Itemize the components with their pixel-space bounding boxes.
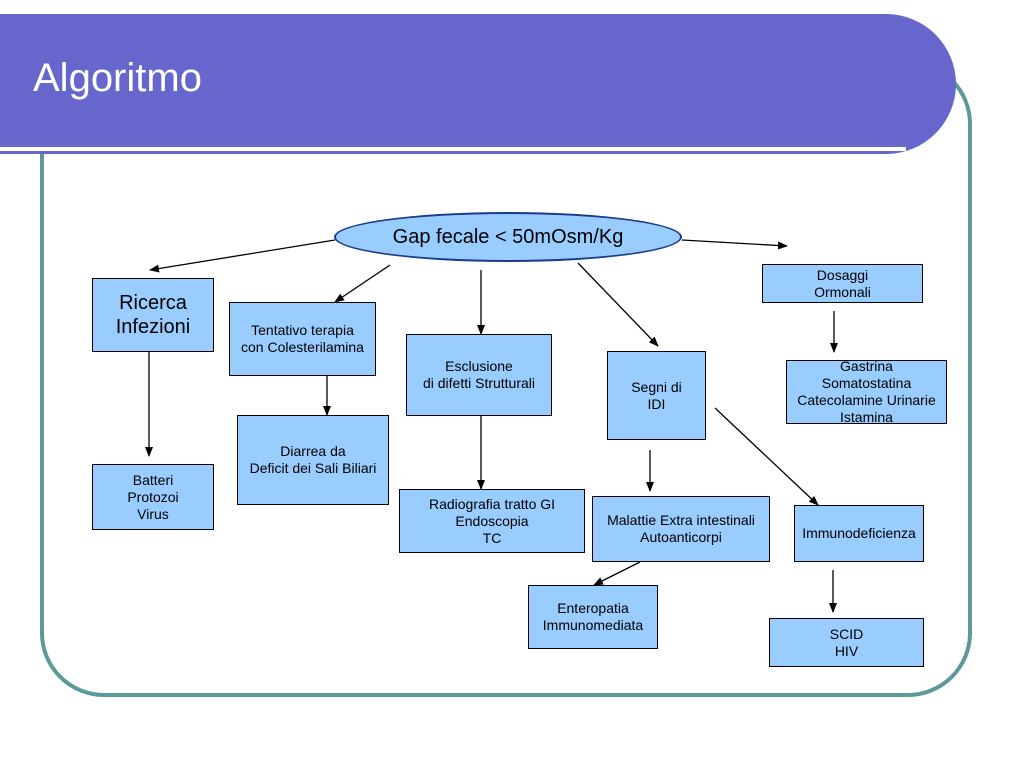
gap-fecale-node: Gap fecale < 50mOsm/Kg (334, 212, 682, 262)
radiografia-box: Radiografia tratto GI Endoscopia TC (399, 489, 585, 553)
arrow-root-to-tentativo (334, 264, 391, 303)
arrow-segni-to-immunodeficienza (714, 407, 819, 506)
batteri-box: Batteri Protozoi Virus (92, 464, 214, 530)
arrow-root-to-right (681, 239, 788, 250)
malattie-box: Malattie Extra intestinali Autoanticorpi (592, 496, 770, 562)
scid-hiv-box: SCID HIV (769, 618, 924, 667)
tentativo-terapia-box: Tentativo terapia con Colesterilamina (229, 302, 376, 376)
esclusione-box: Esclusione di difetti Strutturali (406, 334, 552, 416)
segni-idi-box: Segni di IDI (607, 351, 706, 440)
ricerca-infezioni-box: Ricerca Infezioni (92, 278, 214, 352)
diarrea-box: Diarrea da Deficit dei Sali Biliari (237, 415, 389, 505)
arrow-root-to-segni (577, 262, 659, 347)
title-bar (0, 14, 956, 154)
immunodeficienza-box: Immunodeficienza (794, 505, 924, 562)
slide-title: Algoritmo (33, 56, 202, 100)
enteropatia-box: Enteropatia Immunomediata (528, 585, 658, 649)
dosaggi-ormonali-box: Dosaggi Ormonali (762, 264, 923, 303)
arrow-root-to-ricerca (149, 239, 336, 273)
arrow-malattie-to-enteropatia (593, 561, 641, 586)
title-underline (0, 147, 906, 151)
gastrina-box: Gastrina Somatostatina Catecolamine Urin… (786, 358, 947, 425)
